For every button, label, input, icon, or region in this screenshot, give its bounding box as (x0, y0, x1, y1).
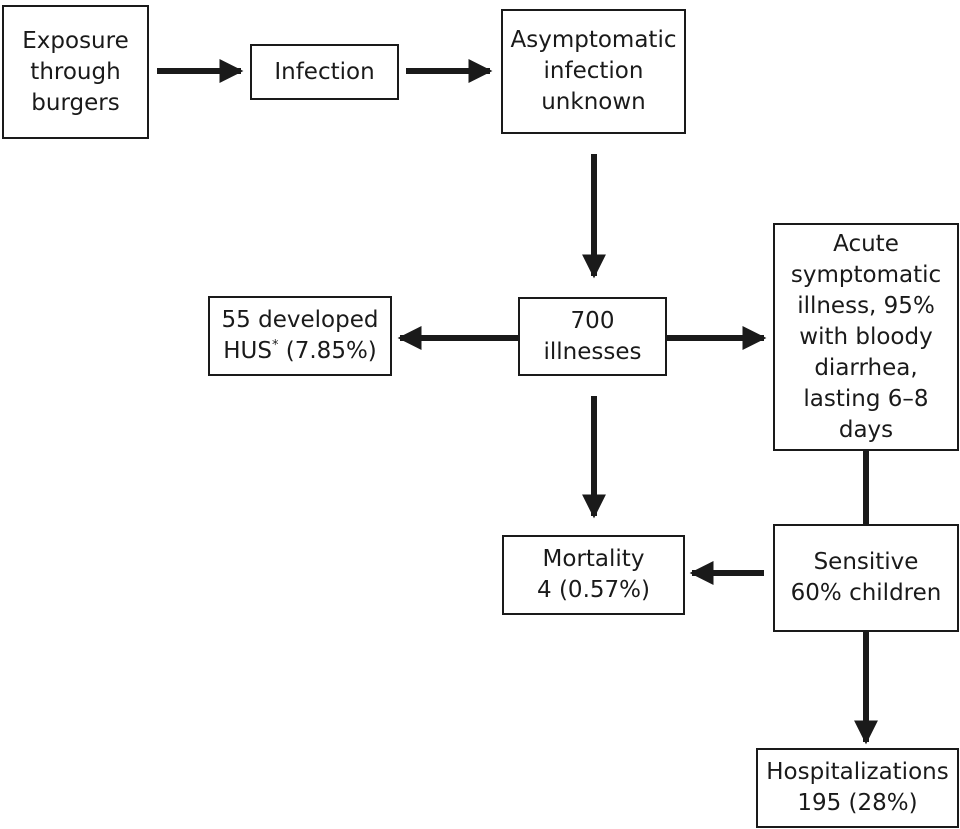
hospitalizations-line-1: Hospitalizations (766, 759, 949, 785)
acute-illness-box: Acute symptomatic illness, 95% with bloo… (773, 223, 959, 451)
acute-line-1: Acute (833, 230, 899, 257)
hospitalizations-box: Hospitalizations 195 (28%) (756, 748, 959, 828)
sensitive-line-1: Sensitive (813, 549, 919, 575)
mortality-box: Mortality 4 (0.57%) (502, 535, 685, 615)
mortality-line-1: Mortality (542, 546, 645, 572)
asymptomatic-box: Asymptomatic infection unknown (501, 9, 686, 134)
asymptomatic-line-2: infection (543, 58, 644, 84)
acute-line-2: symptomatic (790, 261, 942, 288)
sensitive-box: Sensitive 60% children (773, 524, 959, 632)
hospitalizations-line-2: 195 (28%) (797, 790, 918, 816)
illnesses-line-1: 700 (570, 307, 615, 334)
hus-line-2: HUS* (7.85%) (222, 336, 379, 367)
exposure-line-3: burgers (31, 89, 120, 116)
hus-label: HUS (223, 338, 272, 364)
exposure-line-1: Exposure (22, 27, 129, 54)
acute-line-5: diarrhea, (814, 354, 918, 381)
mortality-line-2: 4 (0.57%) (537, 577, 650, 603)
exposure-box: Exposure through burgers (2, 5, 149, 139)
illnesses-line-2: illnesses (543, 338, 642, 365)
acute-line-4: with bloody (799, 323, 933, 350)
hus-box: 55 developed HUS* (7.85%) (208, 296, 392, 376)
asymptomatic-line-1: Asymptomatic (510, 27, 677, 53)
asymptomatic-line-3: unknown (541, 89, 646, 115)
illnesses-box: 700 illnesses (518, 297, 667, 376)
acute-line-6: lasting 6–8 (803, 385, 929, 412)
hus-footnote-marker: * (271, 338, 279, 353)
infection-line-1: Infection (274, 58, 375, 85)
exposure-line-2: through (30, 58, 121, 85)
acute-line-3: illness, 95% (797, 292, 935, 319)
hus-line-1: 55 developed (221, 307, 379, 333)
hus-percentage: (7.85%) (278, 338, 377, 364)
infection-box: Infection (250, 44, 399, 100)
acute-line-7: days (838, 416, 894, 443)
sensitive-line-2: 60% children (790, 580, 942, 606)
